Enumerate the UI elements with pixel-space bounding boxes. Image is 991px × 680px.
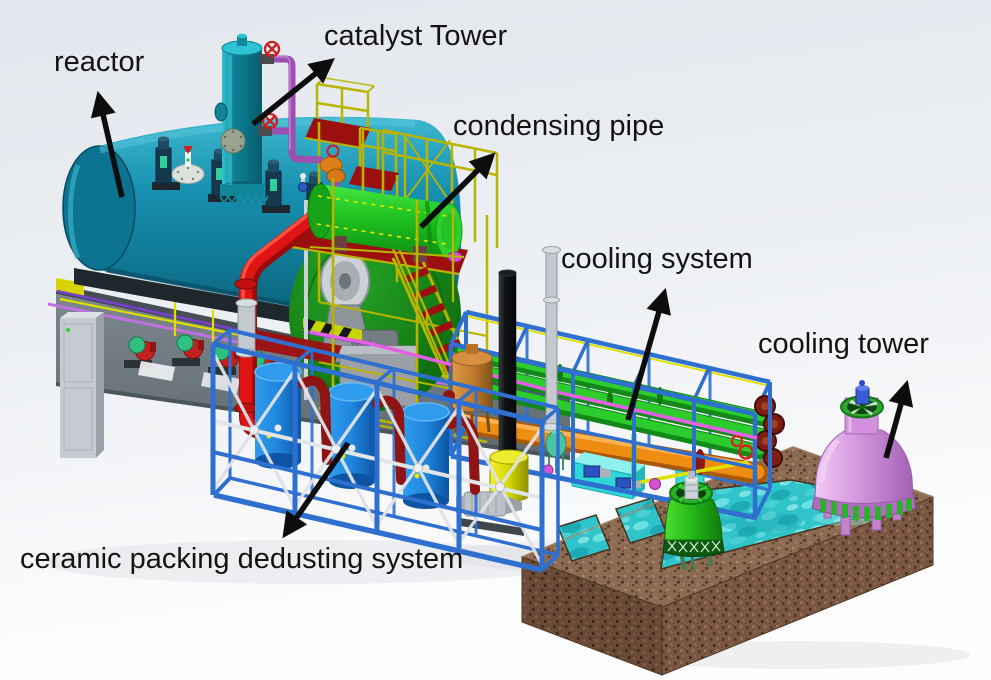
- ceramic-packing-dedusting-system: [210, 328, 560, 573]
- control-cabinet: [60, 312, 104, 458]
- catalyst-tower: [214, 33, 346, 206]
- silver-standpipe: [542, 246, 561, 431]
- label-dedusting-system: ceramic packing dedusting system: [20, 543, 464, 575]
- dedusting-arrow: [282, 441, 351, 539]
- label-cooling-tower: cooling tower: [758, 328, 929, 360]
- chimney: [498, 269, 517, 461]
- label-cooling-system: cooling system: [561, 243, 753, 275]
- dedusting-cage-rear: [211, 328, 560, 557]
- vent-slats: [820, 498, 912, 521]
- tower-manhole: [220, 128, 246, 154]
- cooling-tower-arrow: [883, 379, 914, 459]
- condensing-pipe-arrow: [419, 152, 496, 229]
- annotation-arrows: [90, 58, 914, 539]
- cooling-tower-small-green: [662, 471, 725, 572]
- filter-tank: [328, 382, 376, 489]
- reactor-arrow: [90, 90, 125, 198]
- manway-flange: [171, 146, 205, 184]
- label-catalyst-tower: catalyst Tower: [324, 20, 508, 52]
- cooling-system-arrow: [625, 287, 671, 421]
- catalyst-tower-arrow: [251, 58, 335, 127]
- small-valve: [298, 173, 308, 192]
- label-condensing-pipe: condensing pipe: [453, 110, 665, 142]
- label-reactor: reactor: [54, 46, 145, 78]
- purple-vapor-pipe: [272, 55, 323, 164]
- valve-handwheel: [261, 40, 281, 130]
- dedusting-cage-front: [210, 341, 560, 573]
